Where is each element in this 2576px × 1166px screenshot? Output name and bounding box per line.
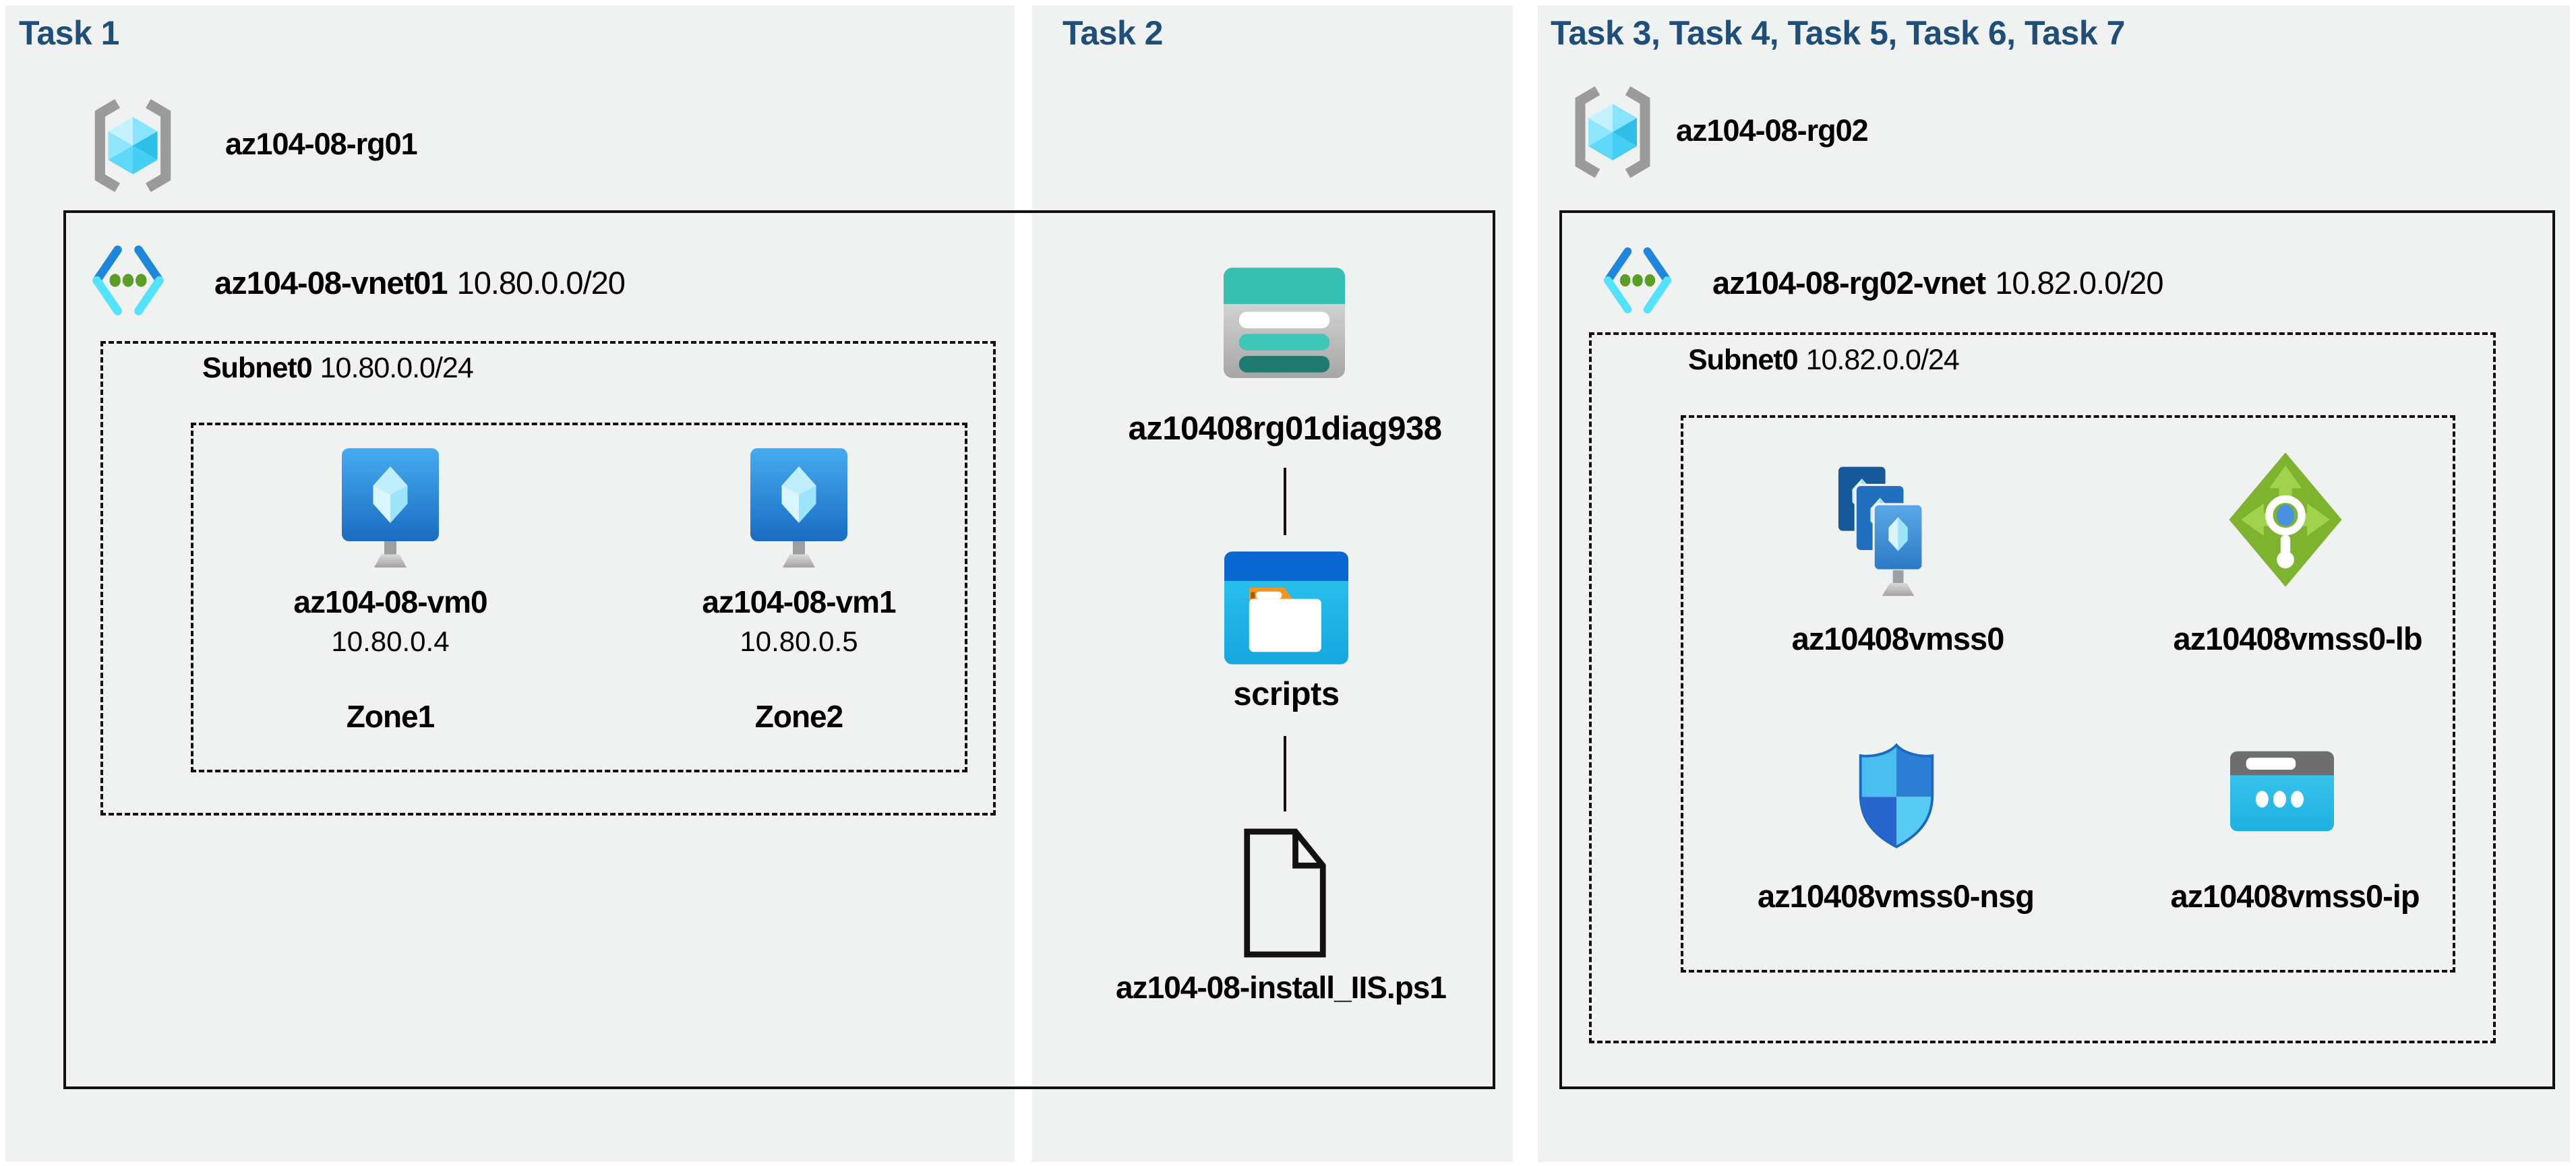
resource-group-name: az104-08-rg02 xyxy=(1676,113,1869,148)
file-name: az104-08-install_IIS.ps1 xyxy=(1116,970,1447,1005)
vm-ip: 10.80.0.4 xyxy=(331,625,450,657)
folder-name: scripts xyxy=(1233,676,1340,712)
vnet01-box xyxy=(63,210,1495,1089)
public-ip-icon xyxy=(2230,751,2334,832)
vm-name: az104-08-vm1 xyxy=(702,584,896,619)
vmss-name: az10408vmss0 xyxy=(1791,621,2005,656)
subnet-name: Subnet0 xyxy=(202,352,313,384)
connector-line xyxy=(1284,468,1286,535)
nsg-shield-icon xyxy=(1859,743,1934,849)
task1-panel xyxy=(5,5,1015,1162)
subnet0-box xyxy=(100,341,996,816)
folder-icon xyxy=(1224,551,1348,665)
vm-ip: 10.80.0.5 xyxy=(740,625,858,657)
subnet-name: Subnet0 xyxy=(1688,344,1799,376)
virtual-network-icon xyxy=(92,245,164,315)
task2-title: Task 2 xyxy=(1062,14,1163,52)
vm-group-box xyxy=(191,423,967,772)
file-icon xyxy=(1244,828,1326,958)
connector-line xyxy=(1284,736,1286,811)
vmss-group-box xyxy=(1681,415,2455,973)
subnet0-box xyxy=(1589,332,2496,1043)
task3-panel xyxy=(1538,5,2570,1162)
task1-title: Task 1 xyxy=(19,14,119,52)
vm-zone: Zone1 xyxy=(346,699,435,734)
vnet-cidr: 10.82.0.0/20 xyxy=(1995,265,2163,301)
vm-zone: Zone2 xyxy=(754,699,843,734)
storage-account-name: az10408rg01diag938 xyxy=(1128,410,1443,447)
vnet-cidr: 10.80.0.0/20 xyxy=(456,265,626,301)
task3-title: Task 3, Task 4, Task 5, Task 6, Task 7 xyxy=(1551,14,2125,52)
subnet-cidr: 10.82.0.0/24 xyxy=(1805,344,1960,376)
public-ip-name: az10408vmss0-ip xyxy=(2170,878,2420,914)
vm-name: az104-08-vm0 xyxy=(293,584,487,619)
vnet-name: az104-08-rg02-vnet xyxy=(1712,265,1986,301)
vnet02-box xyxy=(1559,210,2555,1089)
virtual-machine-icon xyxy=(342,448,439,567)
nsg-name: az10408vmss0-nsg xyxy=(1758,878,2035,914)
subnet-cidr: 10.80.0.0/24 xyxy=(320,352,474,384)
resource-group-icon xyxy=(1575,86,1650,178)
resource-group-icon xyxy=(94,99,171,192)
virtual-network-icon xyxy=(1604,247,1671,314)
vm-scale-set-icon xyxy=(1836,464,1924,596)
virtual-machine-icon xyxy=(750,448,847,567)
resource-group-name: az104-08-rg01 xyxy=(225,127,418,161)
load-balancer-name: az10408vmss0-lb xyxy=(2173,621,2422,656)
storage-account-icon xyxy=(1224,268,1345,378)
load-balancer-icon xyxy=(2229,452,2342,587)
vnet-name: az104-08-vnet01 xyxy=(214,265,448,301)
